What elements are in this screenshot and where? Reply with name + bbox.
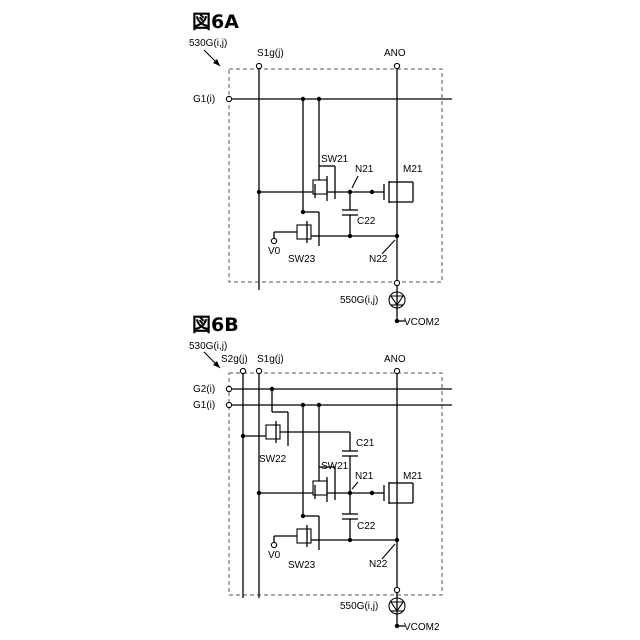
junction bbox=[257, 190, 261, 194]
junction bbox=[257, 491, 261, 495]
switch-sw23 bbox=[274, 99, 322, 246]
terminal bbox=[394, 368, 399, 373]
pixel-label: 530G(i,j) bbox=[189, 38, 227, 49]
vcom-label: VCOM2 bbox=[404, 622, 440, 633]
junction bbox=[241, 434, 245, 438]
n21-label: N21 bbox=[355, 471, 374, 482]
element-label: 550G(i,j) bbox=[340, 601, 378, 612]
n21-leader bbox=[352, 176, 358, 188]
gate-line-label: G1(i) bbox=[193, 94, 215, 105]
source-line-2-label: S2g(j) bbox=[221, 354, 248, 365]
v0-label: V0 bbox=[268, 246, 281, 257]
junction bbox=[348, 234, 352, 238]
n22-label: N22 bbox=[369, 559, 388, 570]
figure-6b: 図6B 530G(i,j) S2g(j) S1g(j) ANO G2(i) G1… bbox=[189, 314, 452, 633]
switch-sw23 bbox=[274, 405, 322, 550]
anode-terminal bbox=[394, 587, 399, 592]
n22-leader bbox=[382, 240, 395, 254]
n21-label: N21 bbox=[355, 164, 374, 175]
figure-title: 図6A bbox=[192, 11, 239, 33]
n22-label: N22 bbox=[369, 254, 388, 265]
transistor-m21 bbox=[372, 181, 413, 203]
gate-line-2-label: G2(i) bbox=[193, 384, 215, 395]
v0-terminal bbox=[271, 238, 276, 243]
figure-title: 図6B bbox=[192, 314, 239, 336]
source-terminal bbox=[256, 63, 261, 68]
gate-line-label: G1(i) bbox=[193, 400, 215, 411]
v0-terminal bbox=[271, 542, 276, 547]
sw21-label: SW21 bbox=[321, 461, 349, 472]
terminal bbox=[240, 368, 245, 373]
junction bbox=[395, 234, 399, 238]
m21-label: M21 bbox=[403, 471, 423, 482]
terminal bbox=[256, 368, 261, 373]
terminal bbox=[226, 402, 231, 407]
sw21-label: SW21 bbox=[321, 154, 349, 165]
sw23-label: SW23 bbox=[288, 254, 316, 265]
capacitor-c22 bbox=[342, 192, 358, 236]
m21-label: M21 bbox=[403, 164, 423, 175]
power-line-label: ANO bbox=[384, 48, 406, 59]
c22-label: C22 bbox=[357, 521, 376, 532]
n21-leader bbox=[352, 482, 358, 489]
switch-sw21 bbox=[259, 99, 350, 201]
n22-leader bbox=[382, 544, 395, 559]
c21-label: C21 bbox=[356, 438, 375, 449]
capacitor-c22 bbox=[342, 493, 358, 540]
element-label: 550G(i,j) bbox=[340, 295, 378, 306]
c22-label: C22 bbox=[357, 216, 376, 227]
power-line-label: ANO bbox=[384, 354, 406, 365]
sw22-label: SW22 bbox=[259, 454, 287, 465]
gate-terminal bbox=[226, 96, 231, 101]
pixel-label: 530G(i,j) bbox=[189, 341, 227, 352]
transistor-m21 bbox=[372, 482, 413, 504]
junction bbox=[348, 538, 352, 542]
terminal bbox=[226, 386, 231, 391]
v0-label: V0 bbox=[268, 550, 281, 561]
source-line-label: S1g(j) bbox=[257, 48, 284, 59]
sw23-label: SW23 bbox=[288, 560, 316, 571]
figure-6a: 図6A 530G(i,j) S1g(j) ANO G1(i) bbox=[189, 11, 452, 328]
anode-terminal bbox=[394, 280, 399, 285]
power-terminal bbox=[394, 63, 399, 68]
junction bbox=[395, 538, 399, 542]
source-line-label: S1g(j) bbox=[257, 354, 284, 365]
vcom-label: VCOM2 bbox=[404, 317, 440, 328]
